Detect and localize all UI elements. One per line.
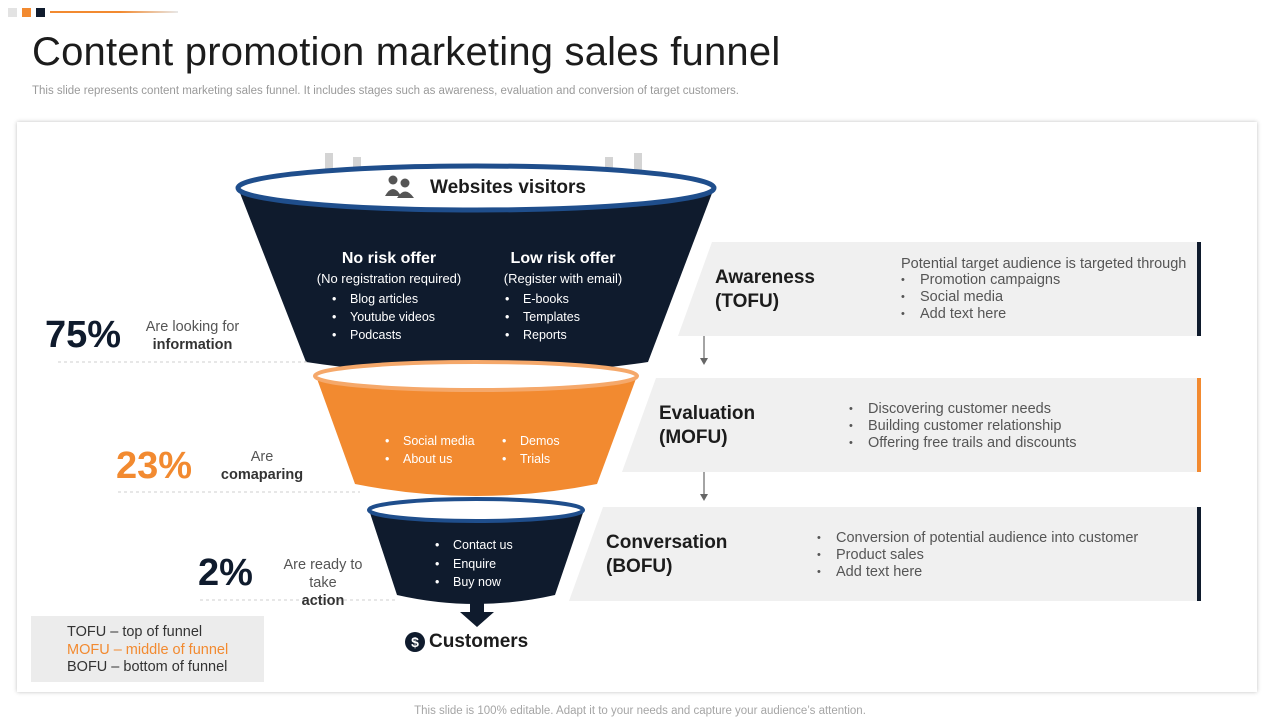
offer-title: No risk offer [341,250,437,267]
conversation-title: Conversation(BOFU) [606,532,728,577]
legend-box: TOFU – top of funnel MOFU – middle of fu… [31,616,264,682]
legend-item-mofu: MOFU – middle of funnel [67,641,229,658]
list-item: Youtube videos [330,308,469,326]
list-item: About us [383,450,475,468]
note-line: Are ready to take [283,557,363,591]
legend-item-tofu: TOFU – top of funnel [67,624,203,640]
list-item: Social media [383,432,475,450]
list-item: Reports [503,326,633,344]
list-item: Product sales [817,547,1138,564]
connector-arrow-2 [700,494,708,501]
list-item: E-books [503,290,633,308]
note-line: Are looking for [145,319,240,335]
accent-square-orange [22,8,31,17]
output-arrow [460,600,494,627]
list-item: Demos [500,432,560,450]
list-item: Conversion of potential audience into cu… [817,530,1138,547]
conversation-bullets: Conversion of potential audience into cu… [817,530,1138,581]
tofu-percentage-note: Are looking for information [130,318,255,354]
awareness-intro: Potential target audience is targeted th… [901,256,1187,272]
accent-line [50,11,178,13]
top-label: Websites visitors [430,177,586,198]
list-item: Contact us [433,536,513,555]
bottom-label: Customers [429,631,529,652]
accent-square-gray [8,8,17,17]
mofu-percentage-note: Are comaparing [212,448,312,484]
offer-items: E-books Templates Reports [503,290,633,344]
mofu-rim [313,360,639,392]
list-item: Discovering customer needs [849,401,1076,418]
offer-subtitle: (Register with email) [503,271,623,286]
offer-subtitle: (No registration required) [316,271,462,286]
accent-square-navy [36,8,45,17]
dollar-icon: $ [405,632,425,652]
mofu-funnel-body [316,376,637,496]
list-item: Building customer relationship [849,418,1076,435]
list-item: Promotion campaigns [901,272,1060,289]
stage-connectors [700,336,708,501]
list-item: Buy now [433,573,513,592]
list-item: Offering free trails and discounts [849,435,1076,452]
list-item: Add text here [901,306,1060,323]
list-item: Trials [500,450,560,468]
tofu-rim [235,163,717,213]
list-item: Social media [901,289,1060,306]
list-item: Add text here [817,564,1138,581]
page-subtitle: This slide represents content marketing … [32,85,739,97]
mofu-items-left: Social media About us [383,432,475,468]
offer-title: Low risk offer [510,250,616,267]
svg-text:$: $ [411,634,419,650]
mofu-percentage: 23% [116,445,193,487]
mofu-items-right: Demos Trials [500,432,560,468]
bofu-items: Contact us Enquire Buy now [433,536,513,592]
guide-lines [58,361,398,601]
note-emphasis: action [301,593,345,609]
list-item: Blog articles [330,290,469,308]
page-title: Content promotion marketing sales funnel [32,30,781,74]
list-item: Podcasts [330,326,469,344]
note-emphasis: comaparing [220,467,304,483]
offer-items: Blog articles Youtube videos Podcasts [330,290,469,344]
users-icon [385,175,414,198]
legend-item-bofu: BOFU – bottom of funnel [67,659,228,675]
bofu-percentage: 2% [198,552,253,594]
tofu-percentage: 75% [45,314,122,356]
evaluation-bullets: Discovering customer needs Building cust… [849,401,1076,452]
note-line: Are [250,449,274,465]
connector-arrow-1 [700,358,708,365]
bofu-percentage-note: Are ready to take action [277,556,369,610]
footer-note: This slide is 100% editable. Adapt it to… [414,705,866,717]
list-item: Enquire [433,555,513,574]
no-risk-offer: No risk offer (No registration required)… [309,250,469,344]
note-emphasis: information [152,337,233,353]
bofu-rim [367,497,585,523]
low-risk-offer: Low risk offer (Register with email) E-b… [493,250,633,344]
awareness-title: Awareness(TOFU) [715,267,815,312]
evaluation-title: Evaluation(MOFU) [659,403,756,448]
list-item: Templates [503,308,633,326]
awareness-bullets: Promotion campaigns Social media Add tex… [901,272,1060,323]
